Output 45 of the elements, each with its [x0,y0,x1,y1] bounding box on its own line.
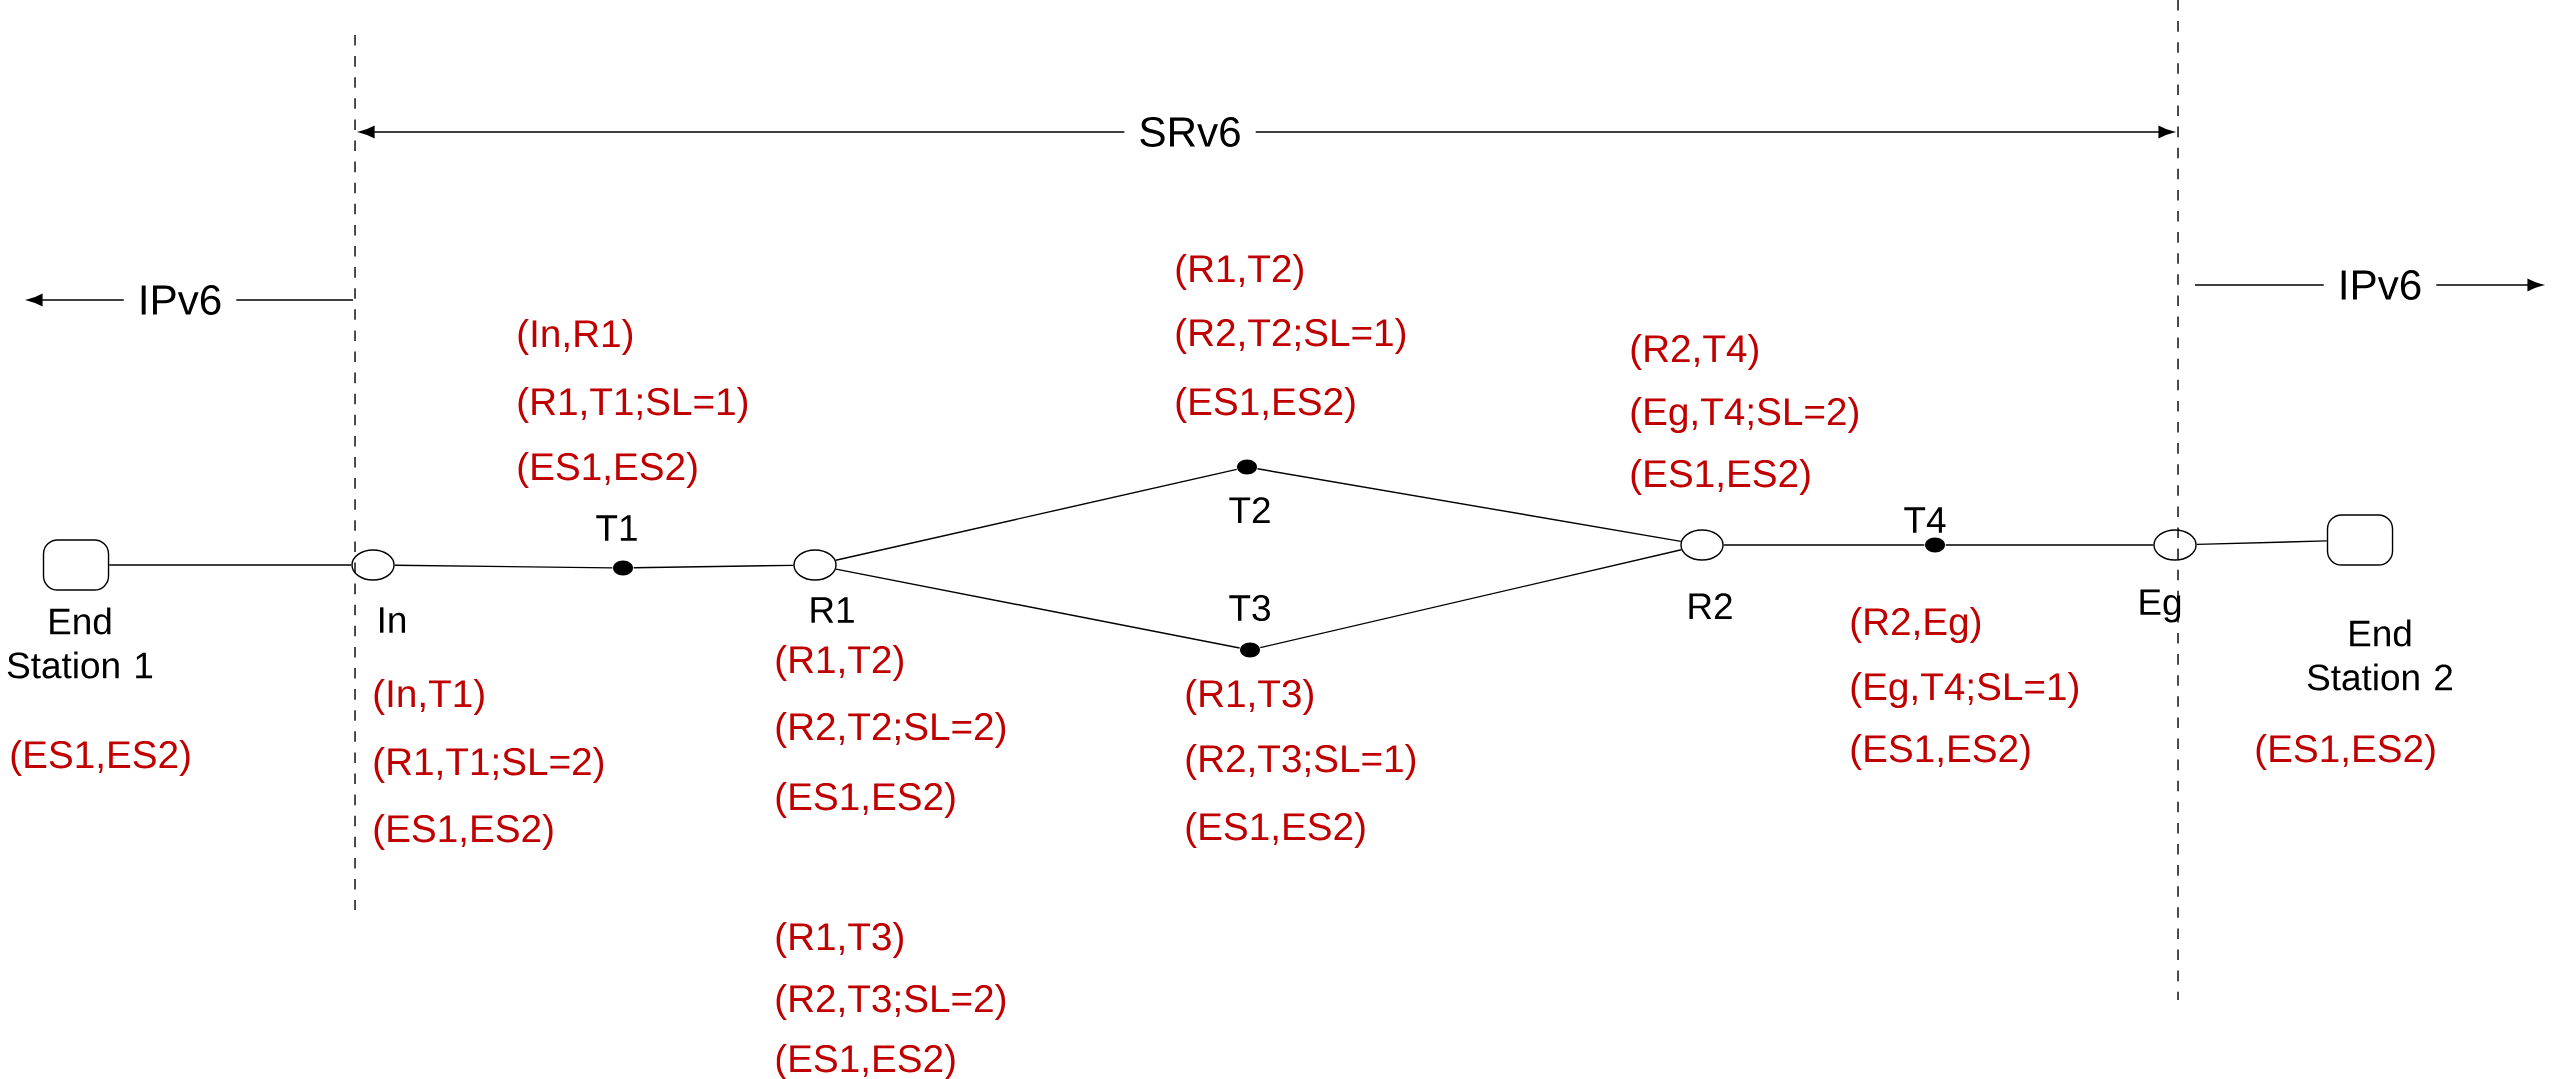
region-label: IPv6 [2323,258,2437,312]
segment-list-entry: (R2,T4) [1631,334,1758,370]
node-label: T4 [1904,507,1946,533]
node-label: End Station 2 [2307,619,2452,691]
segment-list-entry: (In,R1) [518,319,633,355]
connector-line [1256,468,1682,543]
segment-list-entry: (ES1,ES2) [11,740,190,776]
connector-line [2196,540,2328,546]
segment-list-entry: (R2,T3;SL=2) [776,984,1006,1020]
node-label: In [380,607,406,633]
end-station-box: End Station 2 [2307,514,2452,691]
node-label: T1 [596,515,637,541]
connector-line [1259,549,1683,649]
segment-list-entry: (ES1,ES2) [2256,734,2435,770]
connector-line [108,564,352,566]
node-label: Eg [2140,589,2181,623]
connector-line [1723,544,1926,546]
connector-line [1945,544,2154,546]
segment-list-entry: (ES1,ES2) [776,782,955,818]
segment-list-entry: (ES1,ES2) [1186,812,1365,848]
node-label: End Station 1 [7,607,153,679]
segment-list-entry: (Eg,T4;SL=1) [1851,672,2078,708]
segment-list-entry: (ES1,ES2) [374,814,553,850]
segment-list-entry: (In,T1) [374,679,484,715]
segment-list-entry: (R1,T2) [1176,254,1303,290]
node-label: R2 [1689,593,1732,619]
node-label: T2 [1229,497,1270,523]
segment-list-entry: (ES1,ES2) [518,452,697,488]
node-label: T3 [1229,594,1270,622]
node-label: R1 [811,597,854,623]
segment-list-entry: (Eg,T4;SL=2) [1631,397,1858,433]
segment-list-entry: (ES1,ES2) [1851,734,2030,770]
region-label: SRv6 [1124,105,1256,159]
segment-list-entry: (R2,T3;SL=1) [1186,744,1416,780]
end-station-box: End Station 1 [7,539,153,679]
segment-list-entry: (R1,T3) [776,922,903,958]
connector-line [835,468,1238,561]
connector-line [394,564,613,569]
segment-list-entry: (ES1,ES2) [1176,387,1355,423]
segment-list-entry: (R1,T1;SL=1) [518,387,748,423]
segment-list-entry: (R1,T1;SL=2) [374,747,604,783]
connector-line [633,564,794,569]
region-label: IPv6 [123,273,237,327]
connector-line [835,568,1241,649]
segment-list-entry: (R2,T2;SL=2) [776,712,1006,748]
